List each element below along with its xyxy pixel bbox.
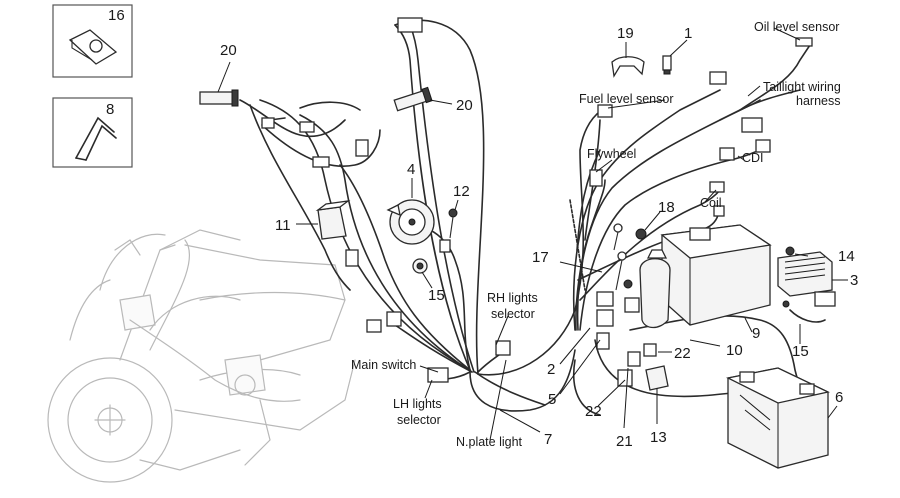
callout-18: 18	[658, 199, 675, 216]
main-harness	[239, 19, 611, 412]
regulator-3	[777, 246, 836, 308]
label-fuel-level-sensor: Fuel level sensor	[579, 92, 674, 106]
callout-10: 10	[726, 342, 743, 359]
callout-13: 13	[650, 429, 667, 446]
label-main-switch: Main switch	[351, 358, 416, 372]
callout-9: 9	[752, 325, 760, 342]
callout-22-left: 22	[585, 403, 602, 420]
label-oil-level-sensor: Oil level sensor	[754, 20, 839, 34]
callout-22-right: 22	[674, 345, 691, 362]
bulb-socket-20-right	[393, 86, 433, 112]
clamp-19	[611, 56, 645, 78]
label-lh-line2: selector	[397, 413, 441, 427]
label-coil: Coil	[700, 196, 722, 210]
scooter-outline	[47, 229, 356, 483]
label-cdi: CDI	[742, 151, 764, 165]
callout-11: 11	[275, 217, 291, 234]
callout-16: 16	[108, 7, 125, 24]
callout-5: 5	[548, 391, 556, 408]
callout-6: 6	[835, 389, 843, 406]
callout-20-right: 20	[456, 97, 473, 114]
sleeve-17	[569, 199, 586, 291]
horn	[386, 199, 435, 245]
screw-18	[635, 228, 647, 240]
label-nplate-light: N.plate light	[456, 435, 523, 449]
label-lh-line1: LH lights	[393, 397, 442, 411]
inset-part-8	[52, 97, 133, 168]
bulb-socket-20-left	[199, 89, 239, 107]
battery-6	[726, 367, 830, 469]
callout-17: 17	[532, 249, 549, 266]
callout-numbers: 16 8 20 20 19 1 4 12 11 15 18 17 14 3 9 …	[106, 7, 858, 450]
ring-terminals	[613, 223, 627, 291]
leader-lines	[217, 27, 848, 441]
callout-20-left: 20	[220, 42, 237, 59]
callout-15-left: 15	[428, 287, 445, 304]
callout-12: 12	[453, 183, 470, 200]
fuse-1	[662, 55, 672, 75]
callout-19: 19	[617, 25, 634, 42]
screw-12	[448, 208, 458, 239]
label-rh-line1: RH lights	[487, 291, 538, 305]
label-flywheel: Flywheel	[587, 147, 636, 161]
callout-15-right: 15	[792, 343, 809, 360]
relay-11	[315, 200, 351, 240]
callout-14: 14	[838, 248, 855, 265]
callout-4: 4	[407, 161, 415, 178]
callout-1: 1	[684, 25, 692, 42]
small-connectors	[596, 291, 669, 391]
callout-7: 7	[544, 431, 552, 448]
connectors	[261, 17, 813, 383]
label-rh-line2: selector	[491, 307, 535, 321]
text-labels: Oil level sensor Taillight wiring harnes…	[351, 20, 841, 449]
callout-8: 8	[106, 101, 114, 118]
grommet-15-left	[412, 258, 428, 274]
callout-2: 2	[547, 361, 555, 378]
callout-3: 3	[850, 272, 858, 289]
inset-part-16	[52, 4, 133, 78]
label-taillight-line1: Taillight wiring	[763, 80, 841, 94]
callout-21: 21	[616, 433, 633, 450]
label-taillight-line2: harness	[796, 94, 840, 108]
cdi-unit-10	[623, 224, 772, 329]
